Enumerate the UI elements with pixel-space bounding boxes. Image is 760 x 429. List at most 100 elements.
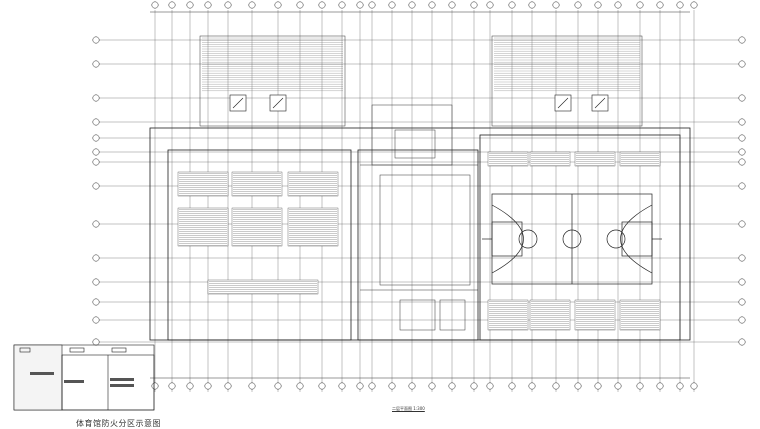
axis-bubble	[738, 220, 746, 228]
axis-bubble	[274, 382, 282, 390]
axis-bubble	[470, 382, 478, 390]
axis-bubble	[738, 158, 746, 166]
axis-bubble	[151, 1, 159, 9]
axis-bubble	[296, 382, 304, 390]
axis-bubble	[738, 316, 746, 324]
axis-bubble	[92, 134, 100, 142]
axis-bubble	[574, 1, 582, 9]
axis-bubble	[738, 94, 746, 102]
axis-bubble	[408, 1, 416, 9]
axis-bubble	[204, 1, 212, 9]
axis-bubble	[470, 1, 478, 9]
seating-block	[287, 171, 339, 197]
bottom-dimension-line	[150, 11, 690, 379]
axis-bubble	[224, 382, 232, 390]
axis-bubble	[428, 1, 436, 9]
axis-bubble	[168, 1, 176, 9]
axis-bubble	[92, 36, 100, 44]
axis-bubble	[248, 1, 256, 9]
axis-bubble	[368, 1, 376, 9]
plan-title-text: 二层平面图 1:300	[392, 406, 425, 411]
axis-bubble	[636, 382, 644, 390]
seating-block	[529, 151, 571, 167]
axis-bubble	[318, 1, 326, 9]
axis-bubble	[738, 338, 746, 346]
seating-block	[619, 151, 661, 167]
axis-bubble	[92, 60, 100, 68]
axis-bubble	[248, 382, 256, 390]
axis-bubble	[656, 1, 664, 9]
axis-bubble	[92, 316, 100, 324]
axis-bubble	[656, 382, 664, 390]
axis-bubble	[92, 118, 100, 126]
seating-block	[177, 171, 229, 197]
seating-block	[574, 151, 616, 167]
axis-bubble	[92, 158, 100, 166]
axis-bubble	[614, 382, 622, 390]
seating-block	[487, 151, 529, 167]
bottom-axis-bubbles	[151, 382, 698, 390]
axis-bubble	[388, 1, 396, 9]
stand-stair-symbols	[229, 94, 609, 112]
fire-zone-key-plan	[13, 344, 155, 411]
axis-bubble	[738, 134, 746, 142]
axis-bubble	[338, 382, 346, 390]
axis-bubble	[388, 382, 396, 390]
axis-bubble	[318, 382, 326, 390]
seating-block	[231, 171, 283, 197]
axis-bubble	[508, 1, 516, 9]
axis-bubble	[676, 1, 684, 9]
seating-block	[574, 299, 616, 331]
basketball-court	[482, 193, 662, 285]
east-seating-blocks	[487, 151, 661, 331]
axis-bubble	[738, 278, 746, 286]
axis-bubble	[528, 1, 536, 9]
top-axis-bubbles	[151, 1, 698, 9]
axis-bubble	[92, 254, 100, 262]
axis-bubble	[738, 60, 746, 68]
axis-bubble	[636, 1, 644, 9]
axis-bubble	[738, 182, 746, 190]
axis-bubble	[594, 1, 602, 9]
left-axis-bubbles	[92, 36, 100, 346]
axis-bubble	[508, 382, 516, 390]
upper-stands-west	[199, 35, 346, 127]
axis-bubble	[92, 338, 100, 346]
axis-bubble	[92, 278, 100, 286]
axis-grid-lines	[96, 10, 742, 392]
axis-bubble	[738, 36, 746, 44]
axis-bubble	[738, 118, 746, 126]
axis-bubble	[368, 382, 376, 390]
axis-bubble	[738, 148, 746, 156]
axis-bubble	[186, 1, 194, 9]
axis-bubble	[690, 1, 698, 9]
axis-bubble	[408, 382, 416, 390]
axis-bubble	[92, 94, 100, 102]
axis-bubble	[528, 382, 536, 390]
axis-bubble	[356, 1, 364, 9]
axis-bubble	[151, 382, 159, 390]
building-outline	[149, 127, 691, 341]
axis-bubble	[594, 382, 602, 390]
axis-bubble	[428, 382, 436, 390]
axis-bubble	[690, 382, 698, 390]
axis-bubble	[204, 382, 212, 390]
stand-east-hatching	[494, 37, 640, 91]
seating-block	[529, 299, 571, 331]
axis-bubble	[738, 298, 746, 306]
key-plan-caption: 体育馆防火分区示意图	[76, 419, 161, 428]
axis-bubble	[486, 1, 494, 9]
axis-bubble	[574, 382, 582, 390]
axis-bubble	[168, 382, 176, 390]
axis-bubble	[448, 382, 456, 390]
axis-bubble	[274, 1, 282, 9]
axis-bubble	[486, 382, 494, 390]
axis-bubble	[738, 254, 746, 262]
axis-bubble	[552, 382, 560, 390]
stand-west-hatching	[202, 37, 343, 91]
seating-block	[207, 279, 319, 295]
axis-bubble	[296, 1, 304, 9]
central-core	[360, 104, 478, 331]
upper-stands-east	[491, 35, 643, 127]
